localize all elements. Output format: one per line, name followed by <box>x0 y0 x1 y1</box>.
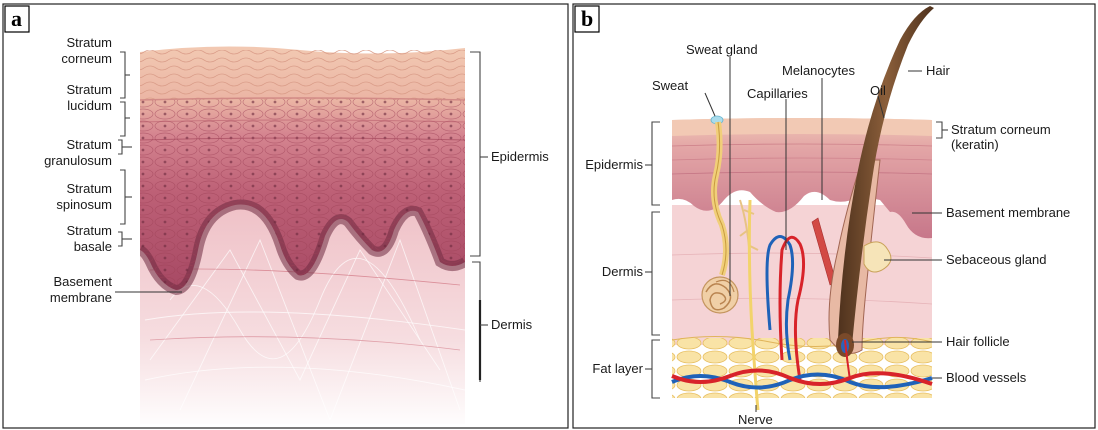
corneum-scales-a <box>140 50 465 100</box>
label-sweat-gland: Sweat gland <box>686 42 758 57</box>
label-epidermis-b: Epidermis <box>585 157 643 172</box>
label-capillaries: Capillaries <box>747 86 808 101</box>
sweat-gland-coil <box>702 277 738 313</box>
label-stratum-corneum-a-1: Stratum <box>66 35 112 50</box>
label-sebaceous-gland: Sebaceous gland <box>946 252 1046 267</box>
label-sweat: Sweat <box>652 78 689 93</box>
label-melanocytes: Melanocytes <box>782 63 855 78</box>
label-dermis-b: Dermis <box>602 264 644 279</box>
label-hair-follicle: Hair follicle <box>946 334 1010 349</box>
label-nerve: Nerve <box>738 412 773 427</box>
label-stratum-granulosum-1: Stratum <box>66 137 112 152</box>
label-stratum-spinosum-1: Stratum <box>66 181 112 196</box>
label-stratum-basale-2: basale <box>74 239 112 254</box>
label-basement-membrane-a-2: membrane <box>50 290 112 305</box>
label-basement-membrane-b: Basement membrane <box>946 205 1070 220</box>
panel-a-letter: a <box>11 6 22 31</box>
label-stratum-corneum-a-2: corneum <box>61 51 112 66</box>
label-stratum-lucidum-2: lucidum <box>67 98 112 113</box>
label-stratum-corneum-keratin-1: Stratum corneum <box>951 122 1051 137</box>
label-stratum-lucidum-1: Stratum <box>66 82 112 97</box>
label-oil: Oil <box>870 83 886 98</box>
label-stratum-granulosum-2: granulosum <box>44 153 112 168</box>
label-basement-membrane-a-1: Basement <box>53 274 112 289</box>
label-epidermis-a: Epidermis <box>491 149 549 164</box>
fat-layer-b <box>672 338 932 398</box>
label-stratum-spinosum-2: spinosum <box>56 197 112 212</box>
label-blood-vessels: Blood vessels <box>946 370 1027 385</box>
label-fat-layer: Fat layer <box>592 361 643 376</box>
label-stratum-corneum-keratin-2: (keratin) <box>951 137 999 152</box>
label-hair: Hair <box>926 63 951 78</box>
panel-a-skin-illustration <box>140 46 465 430</box>
label-stratum-basale-1: Stratum <box>66 223 112 238</box>
label-dermis-a: Dermis <box>491 317 533 332</box>
panel-b-letter: b <box>581 6 593 31</box>
